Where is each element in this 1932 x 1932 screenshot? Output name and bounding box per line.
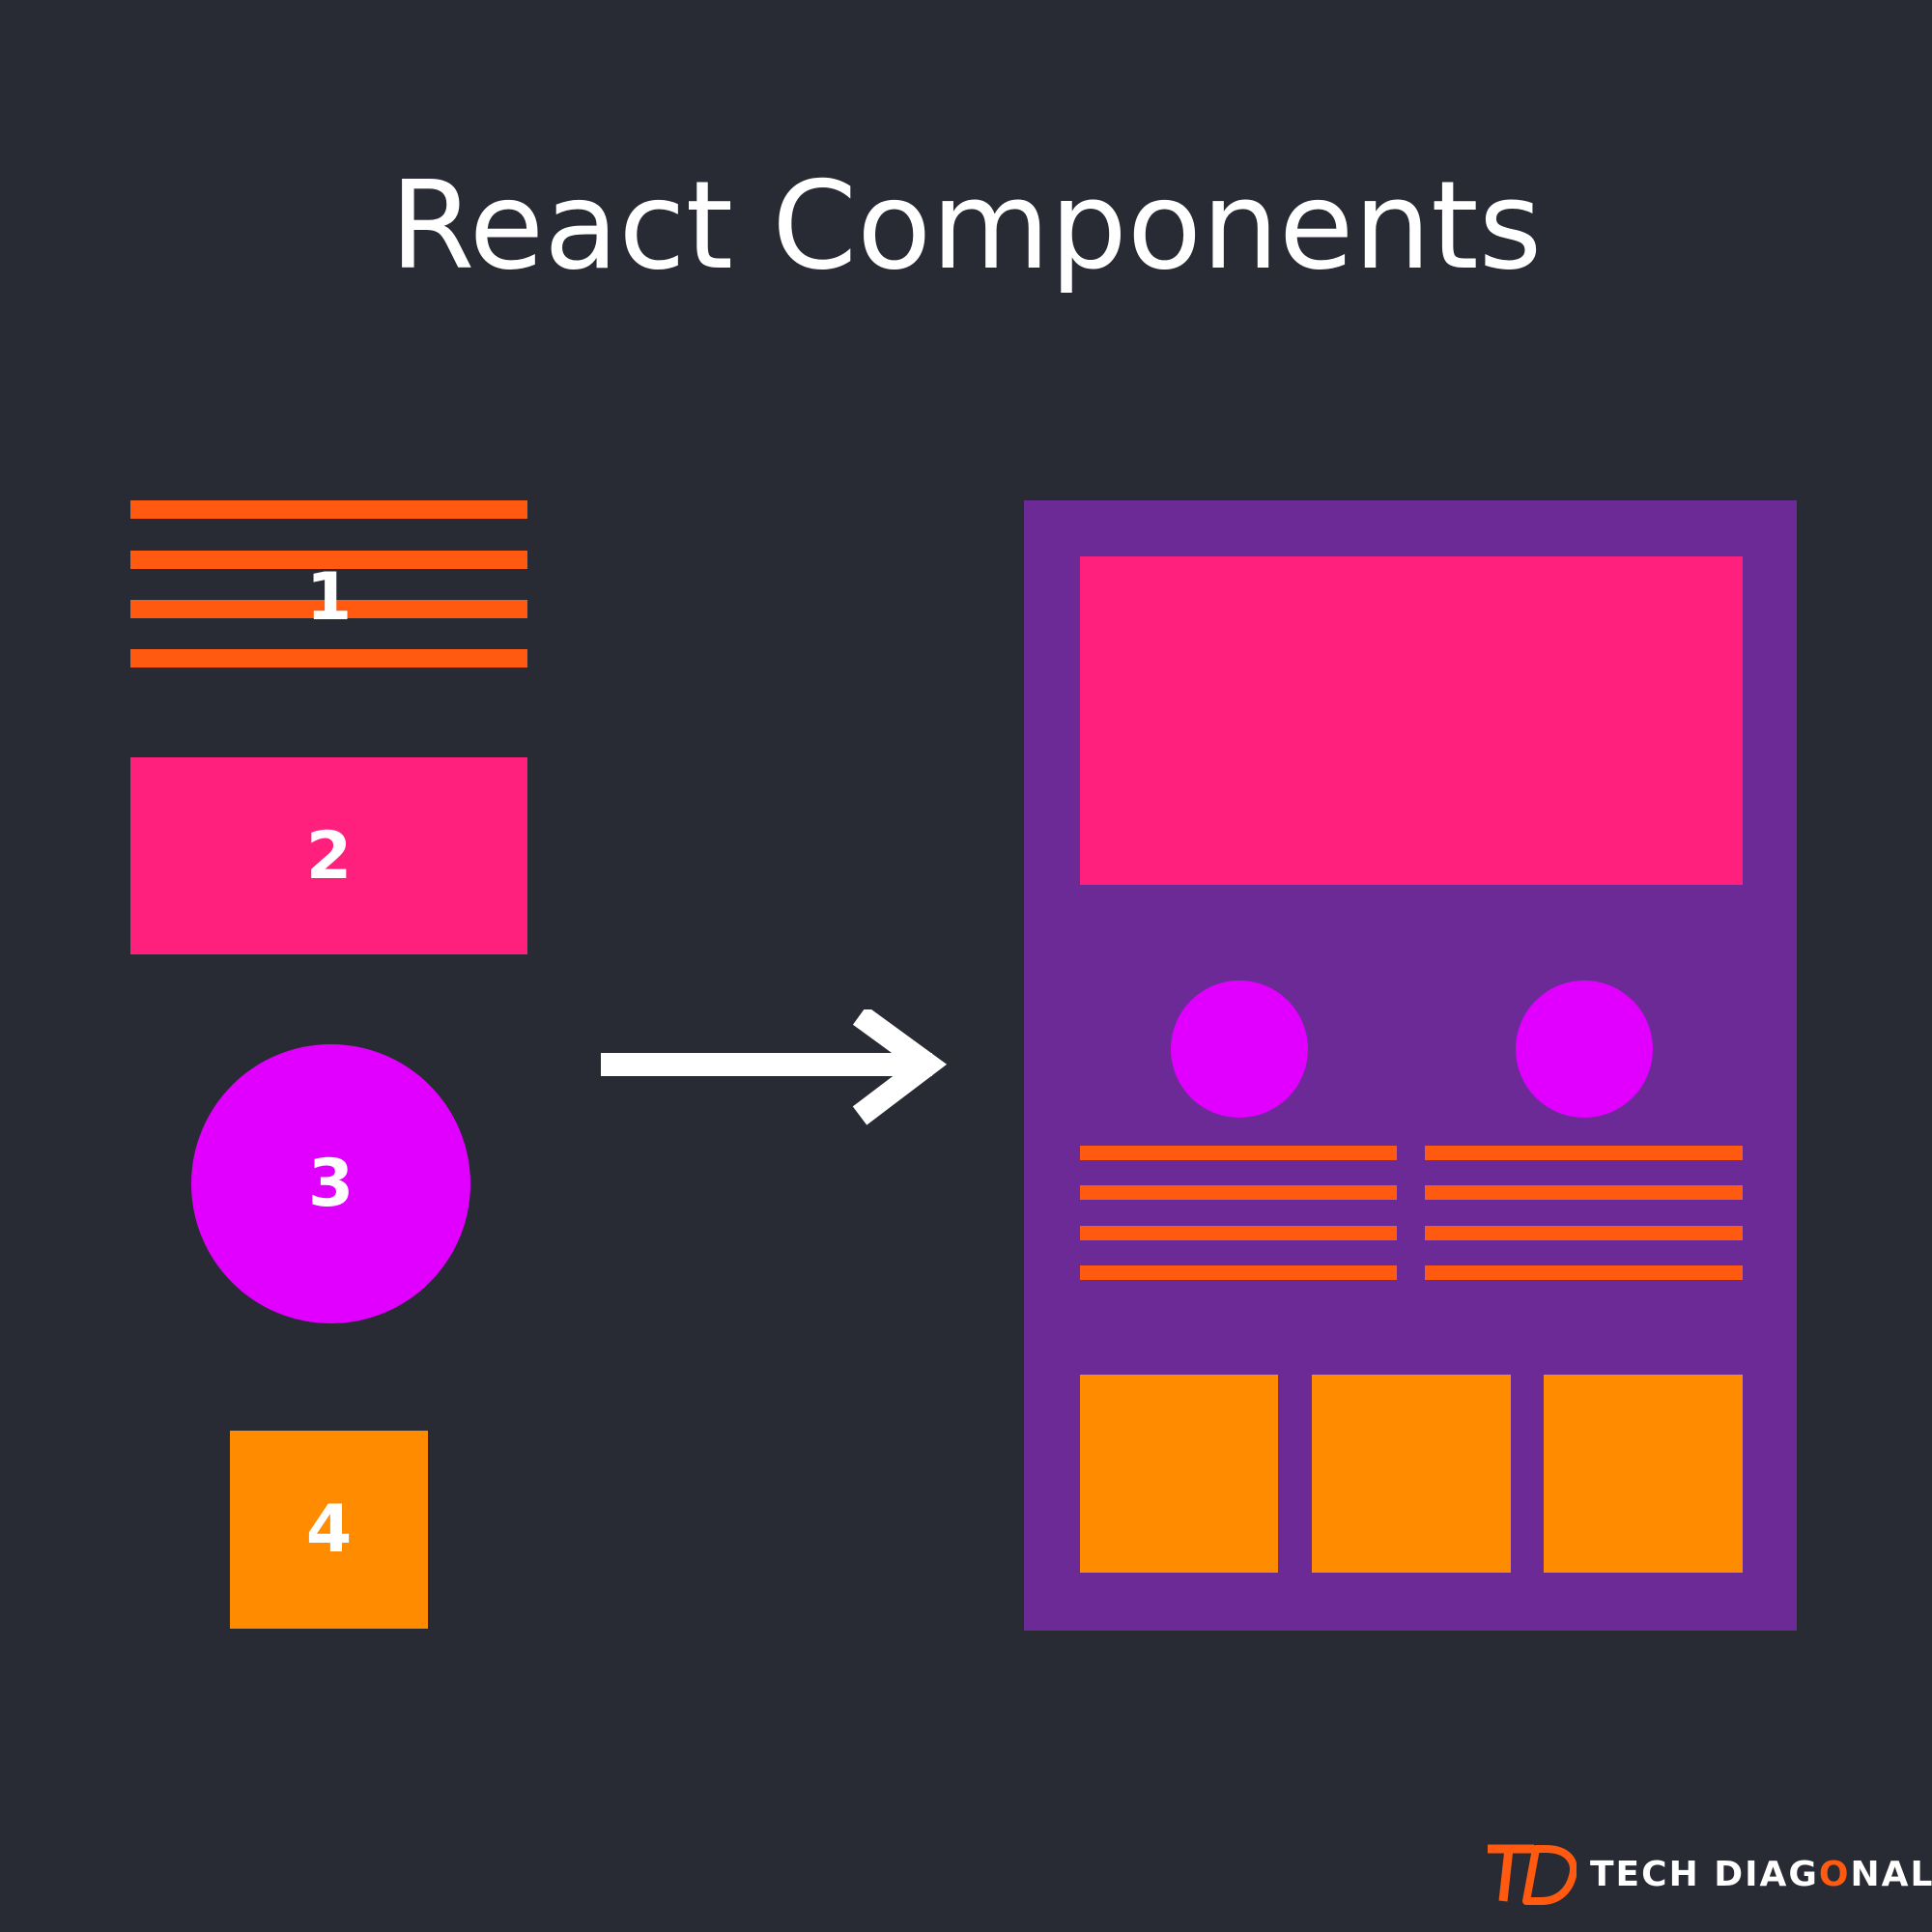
td-logo-icon (1488, 1844, 1577, 1905)
panel-square-1 (1080, 1375, 1278, 1573)
composed-page-panel (1024, 500, 1797, 1631)
brand-name: TECH DIAGONAL (1590, 1855, 1932, 1894)
component-3-circle: 3 (191, 1044, 470, 1323)
panel-line-bar (1425, 1226, 1743, 1240)
line-bar (130, 600, 527, 618)
panel-square-2 (1312, 1375, 1511, 1573)
component-2-rectangle: 2 (130, 757, 527, 954)
panel-line-bar (1425, 1185, 1743, 1200)
panel-line-bar (1080, 1265, 1397, 1280)
brand-name-part: TECH DIAG (1590, 1855, 1819, 1894)
brand-name-accent-o: O (1818, 1855, 1851, 1894)
panel-circle-right (1516, 980, 1653, 1118)
panel-line-bar (1080, 1146, 1397, 1160)
component-1-lines: 1 (130, 500, 527, 669)
component-number-4: 4 (305, 1492, 353, 1568)
component-number-3: 3 (307, 1146, 355, 1222)
component-number-1: 1 (305, 558, 353, 636)
page-title: React Components (389, 155, 1543, 297)
panel-line-bar (1425, 1146, 1743, 1160)
line-bar (130, 551, 527, 569)
panel-circle-left (1171, 980, 1308, 1118)
brand-name-part: NAL (1850, 1855, 1932, 1894)
right-arrow-icon (601, 1009, 947, 1125)
line-bar (130, 500, 527, 519)
tech-diagonal-logo: TECH DIAGONAL (1484, 1843, 1932, 1905)
panel-banner-rectangle (1080, 556, 1743, 885)
panel-line-bar (1425, 1265, 1743, 1280)
component-number-2: 2 (305, 817, 353, 895)
component-4-square: 4 (230, 1431, 428, 1629)
panel-line-bar (1080, 1226, 1397, 1240)
panel-line-bar (1080, 1185, 1397, 1200)
line-bar (130, 649, 527, 668)
panel-square-3 (1544, 1375, 1743, 1573)
